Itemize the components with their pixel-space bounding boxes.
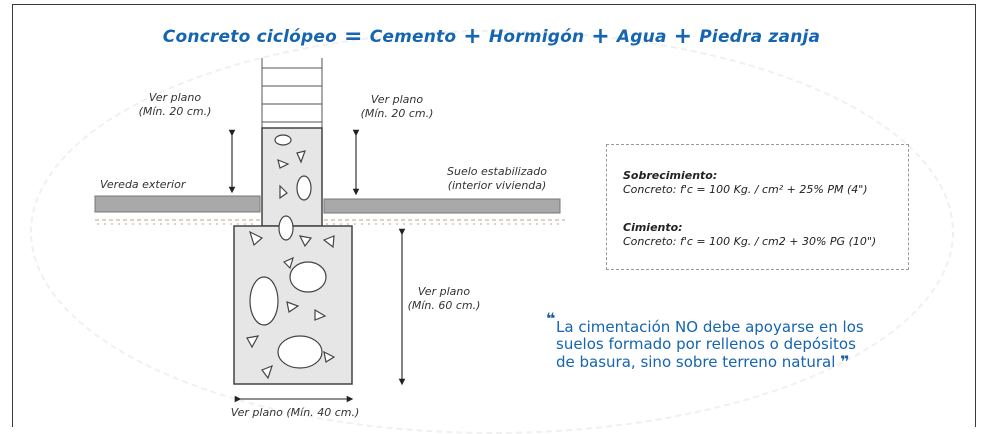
- cimiento-title: Cimiento:: [623, 221, 683, 234]
- formula-title: Concreto ciclópeo = Cemento + Hormigón + Agua +…: [0, 23, 983, 49]
- formula-piedra: Piedra zanja: [699, 27, 821, 47]
- ver-plano-60-line1: Ver plano: [417, 285, 471, 298]
- formula-hormigon: Hormigón: [488, 27, 585, 47]
- quote-line1: La cimentación NO debe apoyarse en los: [556, 318, 864, 336]
- quote-line3: de basura, sino sobre terreno natural: [556, 353, 836, 371]
- plus-icon: +: [591, 24, 610, 49]
- ver-plano-60-line2: (Mín. 60 cm.): [407, 299, 481, 312]
- ver-plano-left-line2: (Mín. 20 cm.): [138, 105, 212, 118]
- sobrecimiento-block: [261, 127, 323, 227]
- suelo-label: Suelo estabilizado (interior vivienda): [432, 165, 562, 193]
- foundation-quote: ❝ La cimentación NO debe apoyarse en los…: [546, 310, 976, 371]
- soil-texture: [95, 219, 565, 225]
- dimension-arrows: [228, 129, 406, 403]
- sobrecimiento-title: Sobrecimiento:: [623, 169, 718, 182]
- formula-cemento: Cemento: [369, 27, 457, 47]
- quote-close-icon: ❞: [840, 352, 850, 371]
- stones: [246, 134, 336, 380]
- vereda-label: Vereda exterior: [100, 178, 186, 191]
- vereda-slab: [94, 195, 261, 213]
- formula-concreto: Concreto ciclópeo: [162, 27, 338, 47]
- ver-plano-60-label: Ver plano (Mín. 60 cm.): [404, 285, 484, 313]
- suelo-line2: (interior vivienda): [447, 179, 547, 192]
- formula-agua: Agua: [616, 27, 667, 47]
- cimiento-text: Concreto: f'c = 100 Kg. / cm2 + 30% PG (…: [623, 235, 877, 248]
- plus-icon: +: [673, 24, 693, 49]
- ver-plano-40-label: Ver plano (Mín. 40 cm.): [230, 406, 360, 419]
- ver-plano-left-line1: Ver plano: [148, 91, 202, 104]
- plus-icon: +: [463, 24, 482, 49]
- quote-line3-wrap: de basura, sino sobre terreno natural ❞: [556, 353, 976, 371]
- ver-plano-right-label: Ver plano (Mín. 20 cm.): [352, 93, 442, 121]
- quote-line2: suelos formado por rellenos o depósitos: [556, 335, 856, 353]
- sobrecimiento-text: Concreto: f'c = 100 Kg. / cm² + 25% PM (…: [623, 183, 868, 196]
- suelo-line1: Suelo estabilizado: [447, 165, 547, 178]
- ver-plano-left-label: Ver plano (Mín. 20 cm.): [130, 91, 220, 119]
- ver-plano-right-line2: (Mín. 20 cm.): [360, 107, 434, 120]
- wall-above: [261, 58, 323, 128]
- ver-plano-right-line1: Ver plano: [370, 93, 424, 106]
- equals-sign: =: [344, 24, 363, 49]
- suelo-slab: [323, 198, 561, 214]
- specs-box: Sobrecimiento: Concreto: f'c = 100 Kg. /…: [606, 144, 909, 270]
